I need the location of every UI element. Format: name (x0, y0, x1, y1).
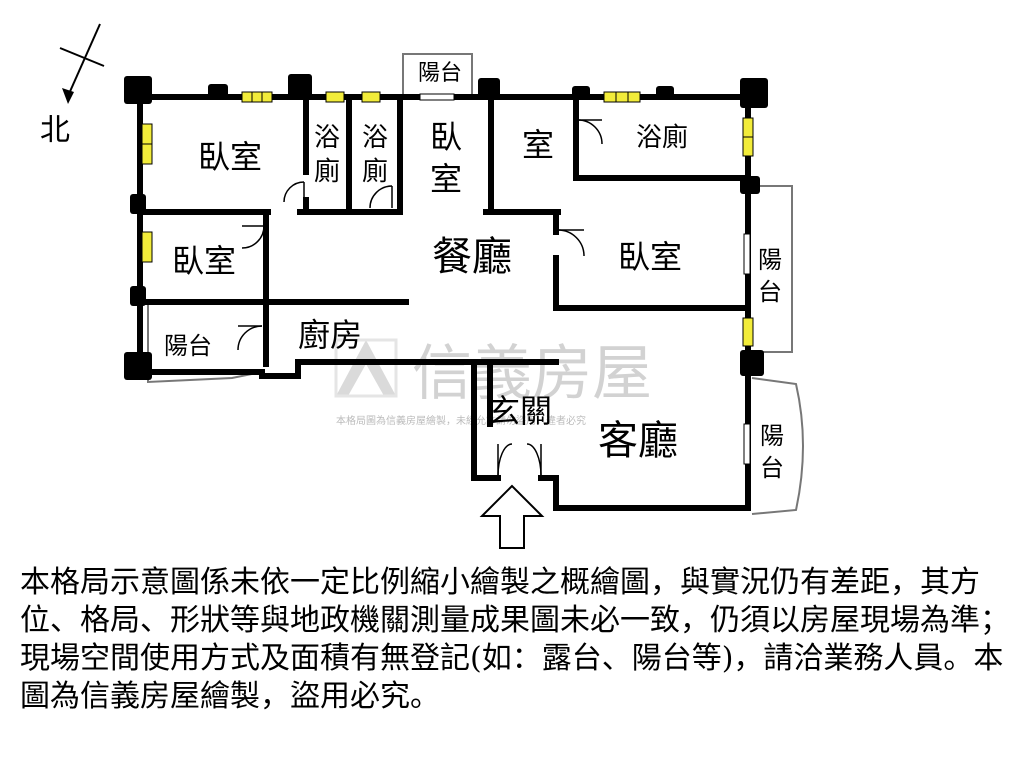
floor-plan: 北 信義房屋 本格局圖為信義房屋繪製，未經允許請勿盜用，違者必究 (40, 23, 804, 549)
room-label-balcony-e2-top: 陽 (760, 422, 784, 450)
room-label-balcony-top: 陽台 (418, 61, 462, 86)
north-arrow-icon (59, 23, 105, 104)
room-label-bedroom-center-bottom: 室 (430, 160, 462, 198)
compass-label: 北 (40, 113, 70, 148)
room-label-entrance: 玄關 (488, 392, 552, 430)
watermark-notice: 本格局圖為信義房屋繪製，未經允許請勿盜用，違者必究 (336, 414, 586, 427)
walls (135, 87, 755, 511)
disclaimer-text: 本格局示意圖係未依一定比例縮小繪製之概繪圖，與實況仍有差距，其方位、格局、形狀等… (20, 565, 1010, 714)
room-label-bedroom-e: 臥室 (618, 238, 682, 276)
room-label-bedroom-nw: 臥室 (198, 138, 262, 176)
room-label-bedroom-center-top: 臥 (430, 118, 462, 156)
balcony-doors (419, 93, 751, 465)
watermark-brand: 信義房屋 (412, 339, 652, 409)
room-label-balcony-sw: 陽台 (164, 332, 212, 360)
entrance-arrow-icon (479, 484, 545, 549)
room-label-kitchen: 廚房 (298, 316, 362, 354)
windows (141, 91, 754, 347)
room-label-balcony-e1-bottom: 台 (758, 278, 782, 306)
room-label-bath-2-top: 浴 (362, 123, 388, 153)
room-label-balcony-e1-top: 陽 (758, 246, 782, 274)
columns (124, 74, 768, 380)
room-label-room-ne: 室 (522, 126, 554, 164)
room-label-bath-1-top: 浴 (314, 123, 340, 153)
room-label-dining: 餐廳 (432, 234, 512, 280)
room-label-bath-2-bottom: 廁 (362, 157, 388, 187)
room-label-living: 客廳 (598, 418, 678, 464)
room-label-bath-ne: 浴廁 (636, 123, 688, 153)
watermark-logo-icon (334, 338, 398, 398)
room-label-bath-1-bottom: 廁 (314, 157, 340, 187)
room-label-bedroom-w: 臥室 (172, 242, 236, 280)
door-swings (237, 119, 603, 477)
room-label-balcony-e2-bottom: 台 (760, 454, 784, 482)
